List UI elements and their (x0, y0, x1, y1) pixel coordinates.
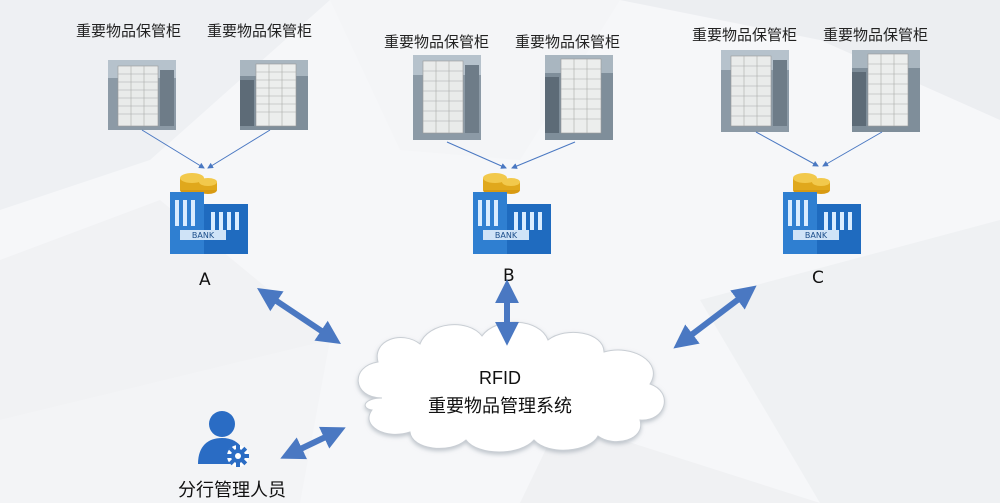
cabinet-photo-a1 (108, 60, 176, 130)
branch-label-b: B (503, 266, 515, 286)
cloud-shape (357, 321, 665, 453)
svg-text:BANK: BANK (495, 231, 518, 240)
connector-b1 (446, 141, 507, 169)
cabinet-label-a1: 重要物品保管柜 (76, 22, 182, 40)
svg-text:BANK: BANK (192, 231, 215, 240)
svg-text:BANK: BANK (805, 231, 828, 240)
cabinet-label-c1: 重要物品保管柜 (692, 26, 798, 44)
cabinet-photo-b2 (545, 55, 613, 140)
cabinet-photo-c1 (721, 50, 789, 132)
bank-icon-a: BANK (170, 173, 248, 254)
admin-label: 分行管理人员 (178, 480, 286, 501)
link-arrow-a (257, 288, 341, 344)
system-title-rfid: RFID (479, 368, 521, 388)
branch-label-c: C (812, 268, 824, 288)
system-title-name: 重要物品管理系统 (428, 396, 572, 417)
link-arrow-c (673, 285, 757, 349)
cabinet-label-b2: 重要物品保管柜 (515, 33, 621, 51)
cabinet-label-c2: 重要物品保管柜 (823, 26, 929, 44)
user-gear-icon (198, 411, 249, 467)
connector-a1 (141, 129, 205, 169)
connector-c1 (755, 131, 819, 167)
gear-icon (227, 445, 249, 467)
cabinet-photo-b1 (413, 55, 481, 140)
branch-label-a: A (199, 270, 211, 290)
cabinet-label-b1: 重要物品保管柜 (384, 33, 490, 51)
connector-b2 (511, 141, 576, 169)
cabinet-label-a2: 重要物品保管柜 (207, 22, 313, 40)
connector-a2 (207, 129, 271, 169)
link-arrow-admin (280, 426, 346, 460)
cabinet-photo-c2 (852, 50, 920, 132)
bank-icon-b: BANK (473, 173, 551, 254)
bank-icon-c: BANK (783, 173, 861, 254)
cabinet-photo-a2 (240, 60, 308, 130)
connector-c2 (822, 131, 883, 167)
